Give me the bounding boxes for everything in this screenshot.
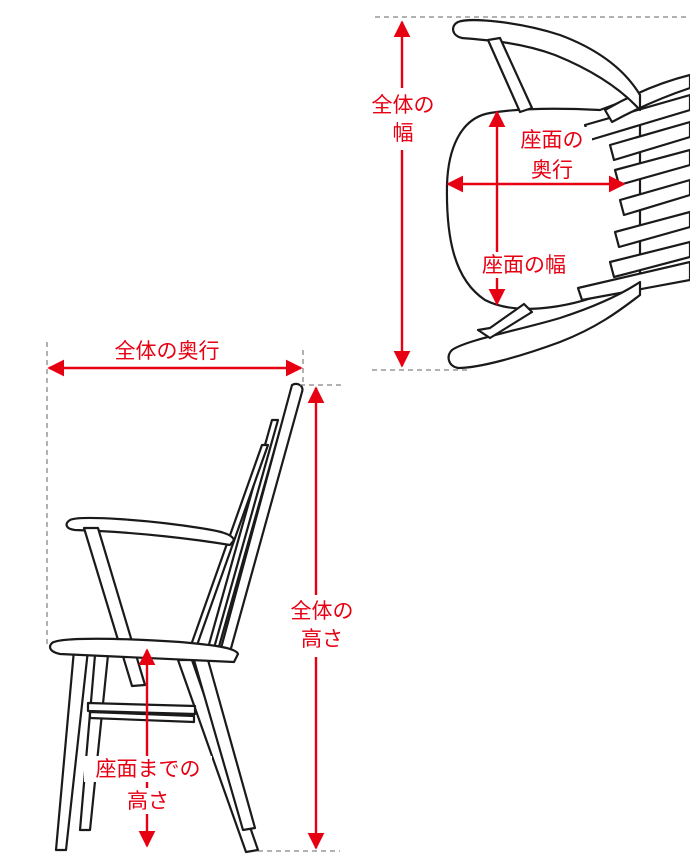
overall-width-label-line2: 幅: [393, 121, 414, 145]
arm-side: [65, 516, 236, 547]
seat-depth-label-line2: 奥行: [531, 158, 573, 182]
arm-support-side: [82, 526, 147, 688]
arm-support-upper: [486, 36, 534, 114]
front-leg-front: [192, 658, 257, 832]
seat-height-label-line1: 座面までの: [96, 757, 201, 781]
seat-width-label: 座面の幅: [482, 253, 566, 277]
labels: 全体の 幅 座面の 奥行 座面の幅 全体の奥行 全体の 高さ 座面までの 高さ: [84, 88, 592, 814]
back-spindles: [576, 93, 690, 302]
arm-top-lower: [447, 280, 642, 370]
back-bow-side: [218, 382, 304, 654]
seat-height-label-line2: 高さ: [127, 789, 169, 813]
chair-top-view: [445, 19, 690, 370]
arm-top-upper: [452, 19, 642, 112]
seat-depth-label-line1: 座面の: [521, 128, 584, 152]
overall-height-label-line2: 高さ: [301, 627, 343, 651]
overall-width-label-line1: 全体の: [372, 93, 435, 117]
guide-lines: [46, 16, 690, 852]
overall-height-label-line1: 全体の: [291, 599, 354, 623]
overall-depth-label: 全体の奥行: [115, 339, 220, 363]
chair-side-view: [49, 382, 304, 854]
arm-support-lower: [476, 302, 534, 340]
